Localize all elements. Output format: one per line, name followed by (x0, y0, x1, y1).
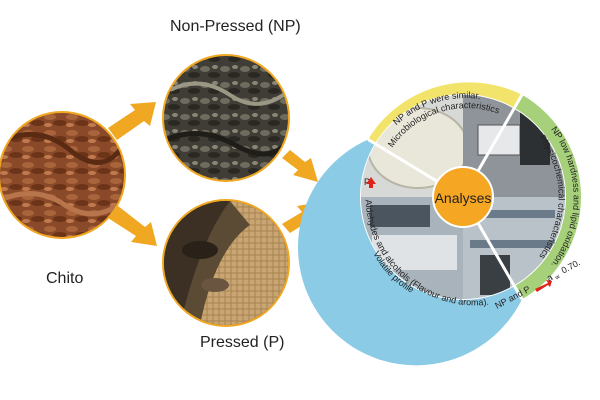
non-pressed-label: Non-Pressed (NP) (170, 18, 301, 35)
non-pressed-photo (162, 54, 290, 182)
chito-photo (0, 111, 126, 239)
physico-aw-sub: w (554, 274, 562, 282)
red-up-arrow-icon (366, 177, 376, 188)
volatile-prefix: P (364, 177, 370, 187)
chito-label: Chito (46, 270, 84, 287)
volatile-p-marker: P (364, 177, 376, 188)
arrow-chito-to-p (108, 206, 157, 246)
arrow-np-to-wheel (282, 150, 318, 182)
analyses-center-label: Analyses (435, 190, 492, 206)
analyses-center-circle (432, 166, 494, 228)
red-right-arrow-icon (535, 280, 552, 292)
pressed-photo (162, 199, 290, 327)
analyses-wheel: Analyses (298, 82, 582, 366)
arrow-chito-to-np (108, 102, 156, 140)
physico-aw-symbol: a (545, 272, 554, 283)
pressed-label: Pressed (P) (200, 334, 285, 351)
